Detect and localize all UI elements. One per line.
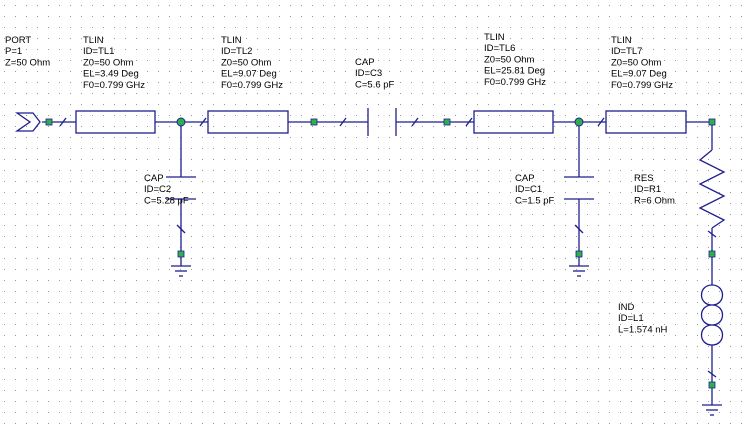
c2-label-line: C=5.28 pF [144,195,189,206]
tl1-label-line: TLIN [83,35,104,46]
c2-label-line: ID=C2 [144,184,171,195]
capacitor-c2[interactable] [166,176,196,200]
tl6-label-line: F0=0.799 GHz [484,77,546,88]
c3-label-line: ID=C3 [355,68,382,79]
c1-label-line: C=1.5 pF [515,195,555,206]
port-label-line: PORT [5,35,31,46]
c3-label-line: CAP [355,57,375,68]
tl2-label-line: EL=9.07 Deg [221,69,277,80]
junction-node [574,117,584,127]
l1-label-line: ID=L1 [618,313,644,324]
tl6-label-line: TLIN [484,32,505,43]
tl6-label-line: EL=25.81 Deg [484,66,545,77]
port-label-line: P=1 [5,46,22,57]
tlin-tl2[interactable] [207,110,289,134]
junction-node [176,117,186,127]
tl2-label-line: TLIN [221,35,242,46]
tl6-label-line: Z0=50 Ohm [484,54,535,65]
capacitor-c3[interactable] [367,108,397,136]
port-label-line: Z=50 Ohm [5,57,50,68]
tl1-label-line: Z0=50 Ohm [83,57,134,68]
tl1-label-line: ID=TL1 [83,46,114,57]
grid-dots [4,5,742,424]
tlin-tl6[interactable] [473,110,554,134]
tl7-label-line: EL=9.07 Deg [611,69,667,80]
ground-symbol [702,395,722,416]
l1-label-line: IND [618,302,635,313]
tl7-label-line: TLIN [611,35,632,46]
l1-label-line: L=1.574 nH [618,324,668,335]
c1-label-line: ID=C1 [515,184,542,195]
connection-pins [45,118,716,389]
c1-label-line: CAP [515,173,535,184]
inductor-l1[interactable] [700,284,724,355]
pin-marks [59,117,717,378]
r1-label-line: ID=R1 [634,184,661,195]
r1-label-line: RES [634,173,654,184]
c2-label-line: CAP [144,173,164,184]
tl1-label-line: EL=3.49 Deg [83,69,139,80]
tl7-label-line: F0=0.799 GHz [611,80,673,91]
tlin-tl7[interactable] [605,110,687,134]
tl2-label-line: F0=0.799 GHz [221,80,283,91]
ground-symbol [569,254,589,277]
r1-label-line: R=6 Ohm [634,195,675,206]
resistor-r1[interactable] [698,149,726,229]
c3-label-line: C=5.6 pF [355,79,395,90]
tl2-label-line: ID=TL2 [221,46,252,57]
capacitor-c1[interactable] [564,176,594,200]
tl7-label-line: Z0=50 Ohm [611,57,662,68]
tlin-tl1[interactable] [75,110,156,134]
wires [42,121,713,395]
tl7-label-line: ID=TL7 [611,46,642,57]
port-symbol[interactable] [14,112,41,132]
tl1-label-line: F0=0.799 GHz [83,80,145,91]
tl2-label-line: Z0=50 Ohm [221,57,272,68]
tl6-label-line: ID=TL6 [484,43,515,54]
